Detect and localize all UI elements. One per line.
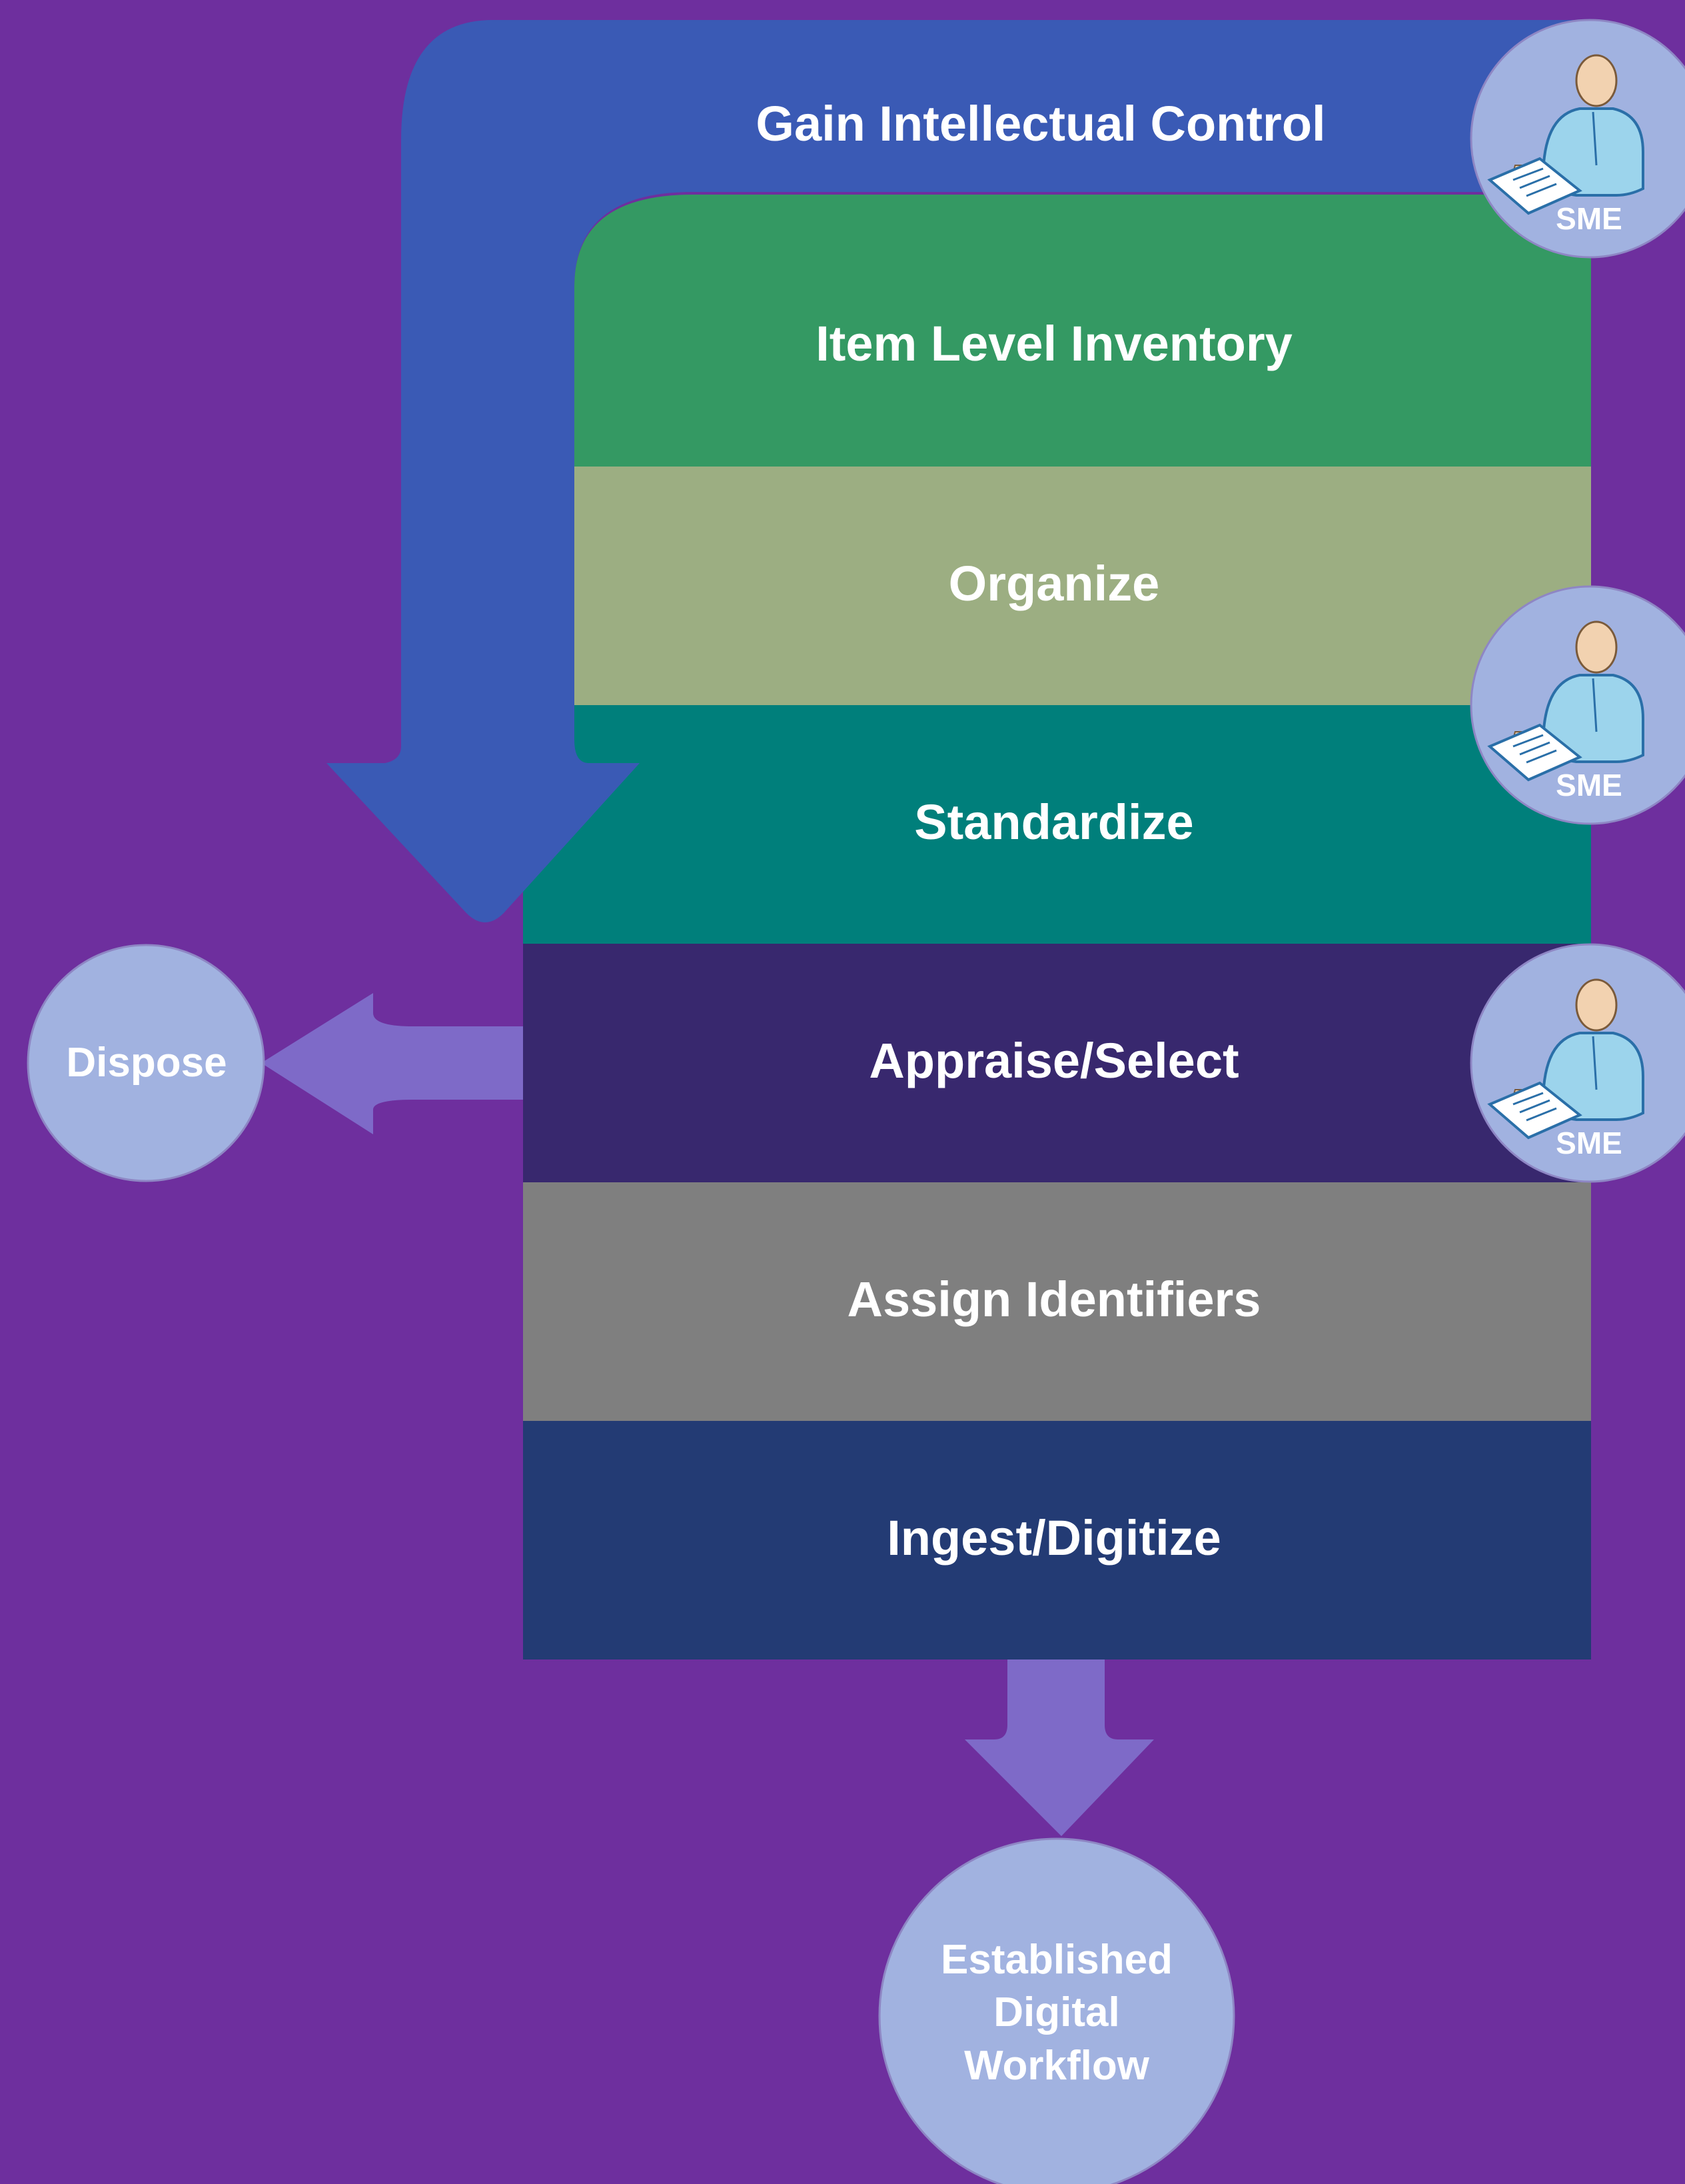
band-label-gain-intellectual-control: Gain Intellectual Control bbox=[756, 95, 1326, 151]
dispose-arrow bbox=[261, 993, 523, 1134]
gain-control-arrow bbox=[326, 20, 1591, 922]
band-ingest-digitize bbox=[523, 1421, 1591, 1659]
sme-label-2: SME bbox=[1556, 768, 1622, 802]
sme-label-3: SME bbox=[1556, 1126, 1622, 1160]
band-appraise-select bbox=[523, 944, 1591, 1182]
dispose-circle bbox=[27, 944, 265, 1182]
band-assign-identifiers bbox=[523, 1182, 1591, 1421]
outcome-line-3: Workflow bbox=[964, 2042, 1149, 2089]
band-organize bbox=[573, 467, 1591, 705]
band-label-item-level-inventory: Item Level Inventory bbox=[816, 315, 1293, 371]
band-label-standardize: Standardize bbox=[914, 794, 1194, 850]
sme-label-1: SME bbox=[1556, 201, 1622, 236]
band-label-appraise-select: Appraise/Select bbox=[869, 1032, 1239, 1088]
person-icon bbox=[1487, 620, 1644, 782]
dispose-label: Dispose bbox=[66, 1040, 227, 1086]
band-label-organize: Organize bbox=[948, 555, 1160, 611]
sme-badge-2 bbox=[1470, 585, 1685, 825]
outcome-line-2: Digital bbox=[993, 1989, 1120, 2036]
sme-badge-1 bbox=[1470, 19, 1685, 259]
person-icon bbox=[1487, 978, 1644, 1140]
band-label-assign-identifiers: Assign Identifiers bbox=[847, 1271, 1261, 1327]
band-label-ingest-digitize: Ingest/Digitize bbox=[887, 1510, 1221, 1566]
outcome-label: Established Digital Workflow bbox=[893, 1919, 1221, 2106]
outcome-line-1: Established bbox=[941, 1936, 1173, 1983]
band-standardize bbox=[523, 705, 1591, 944]
person-icon bbox=[1487, 54, 1644, 215]
outcome-circle bbox=[878, 1837, 1235, 2184]
sme-badge-3 bbox=[1470, 943, 1685, 1183]
band-item-level-inventory bbox=[574, 195, 1591, 467]
outcome-arrow bbox=[965, 1659, 1154, 1836]
